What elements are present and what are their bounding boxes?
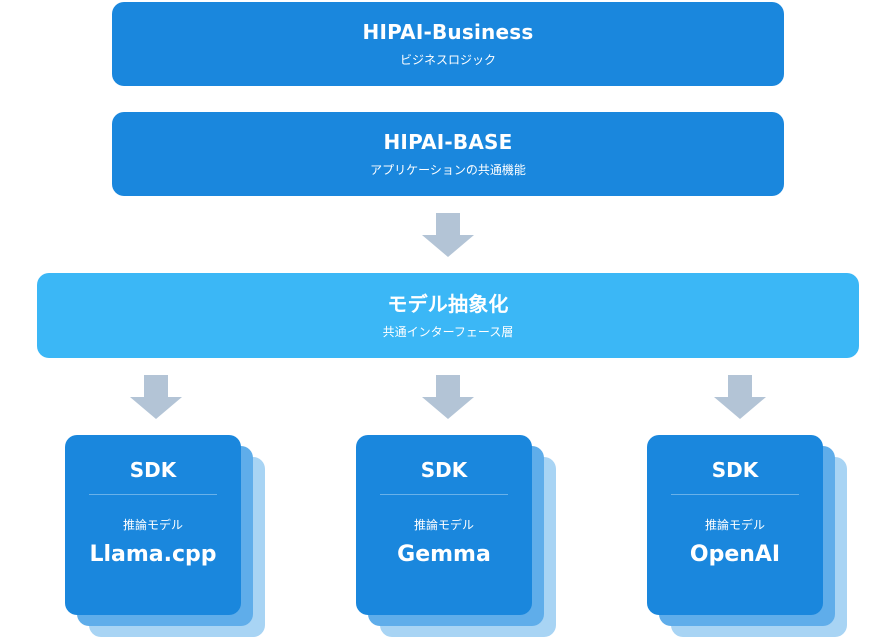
sdk-subtitle: 推論モデル [704,518,765,532]
sdk-card-gemma: SDK 推論モデル Gemma [356,435,556,637]
down-arrow-icon [714,375,766,419]
sdk-card-front: SDK 推論モデル Gemma [356,435,532,615]
sdk-title: SDK [129,458,177,482]
sdk-divider [671,494,799,495]
sdk-card-front: SDK 推論モデル OpenAI [647,435,823,615]
sdk-model-name: OpenAI [689,542,781,567]
business-layer-subtitle: ビジネスロジック [399,53,496,67]
down-arrow-icon [422,213,474,257]
sdk-model-name: Llama.cpp [89,542,217,567]
sdk-divider [380,494,508,495]
business-layer-title: HIPAI-Business [362,20,534,44]
abstraction-layer-subtitle: 共通インターフェース層 [382,324,514,339]
down-arrow-icon [130,375,182,419]
sdk-title: SDK [711,458,759,482]
base-layer: HIPAI-BASE アプリケーションの共通機能 [112,112,784,196]
sdk-subtitle: 推論モデル [122,518,183,532]
base-layer-title: HIPAI-BASE [383,130,513,154]
sdk-model-name: Gemma [397,542,491,567]
sdk-subtitle: 推論モデル [413,518,474,532]
sdk-divider [89,494,217,495]
business-layer: HIPAI-Business ビジネスロジック [112,2,784,86]
sdk-card-llama: SDK 推論モデル Llama.cpp [65,435,265,637]
sdk-card-front: SDK 推論モデル Llama.cpp [65,435,241,615]
abstraction-layer-title: モデル抽象化 [387,291,509,316]
sdk-card-openai: SDK 推論モデル OpenAI [647,435,847,637]
base-layer-subtitle: アプリケーションの共通機能 [370,163,526,177]
sdk-title: SDK [420,458,468,482]
abstraction-layer: モデル抽象化 共通インターフェース層 [37,273,859,358]
down-arrow-icon [422,375,474,419]
